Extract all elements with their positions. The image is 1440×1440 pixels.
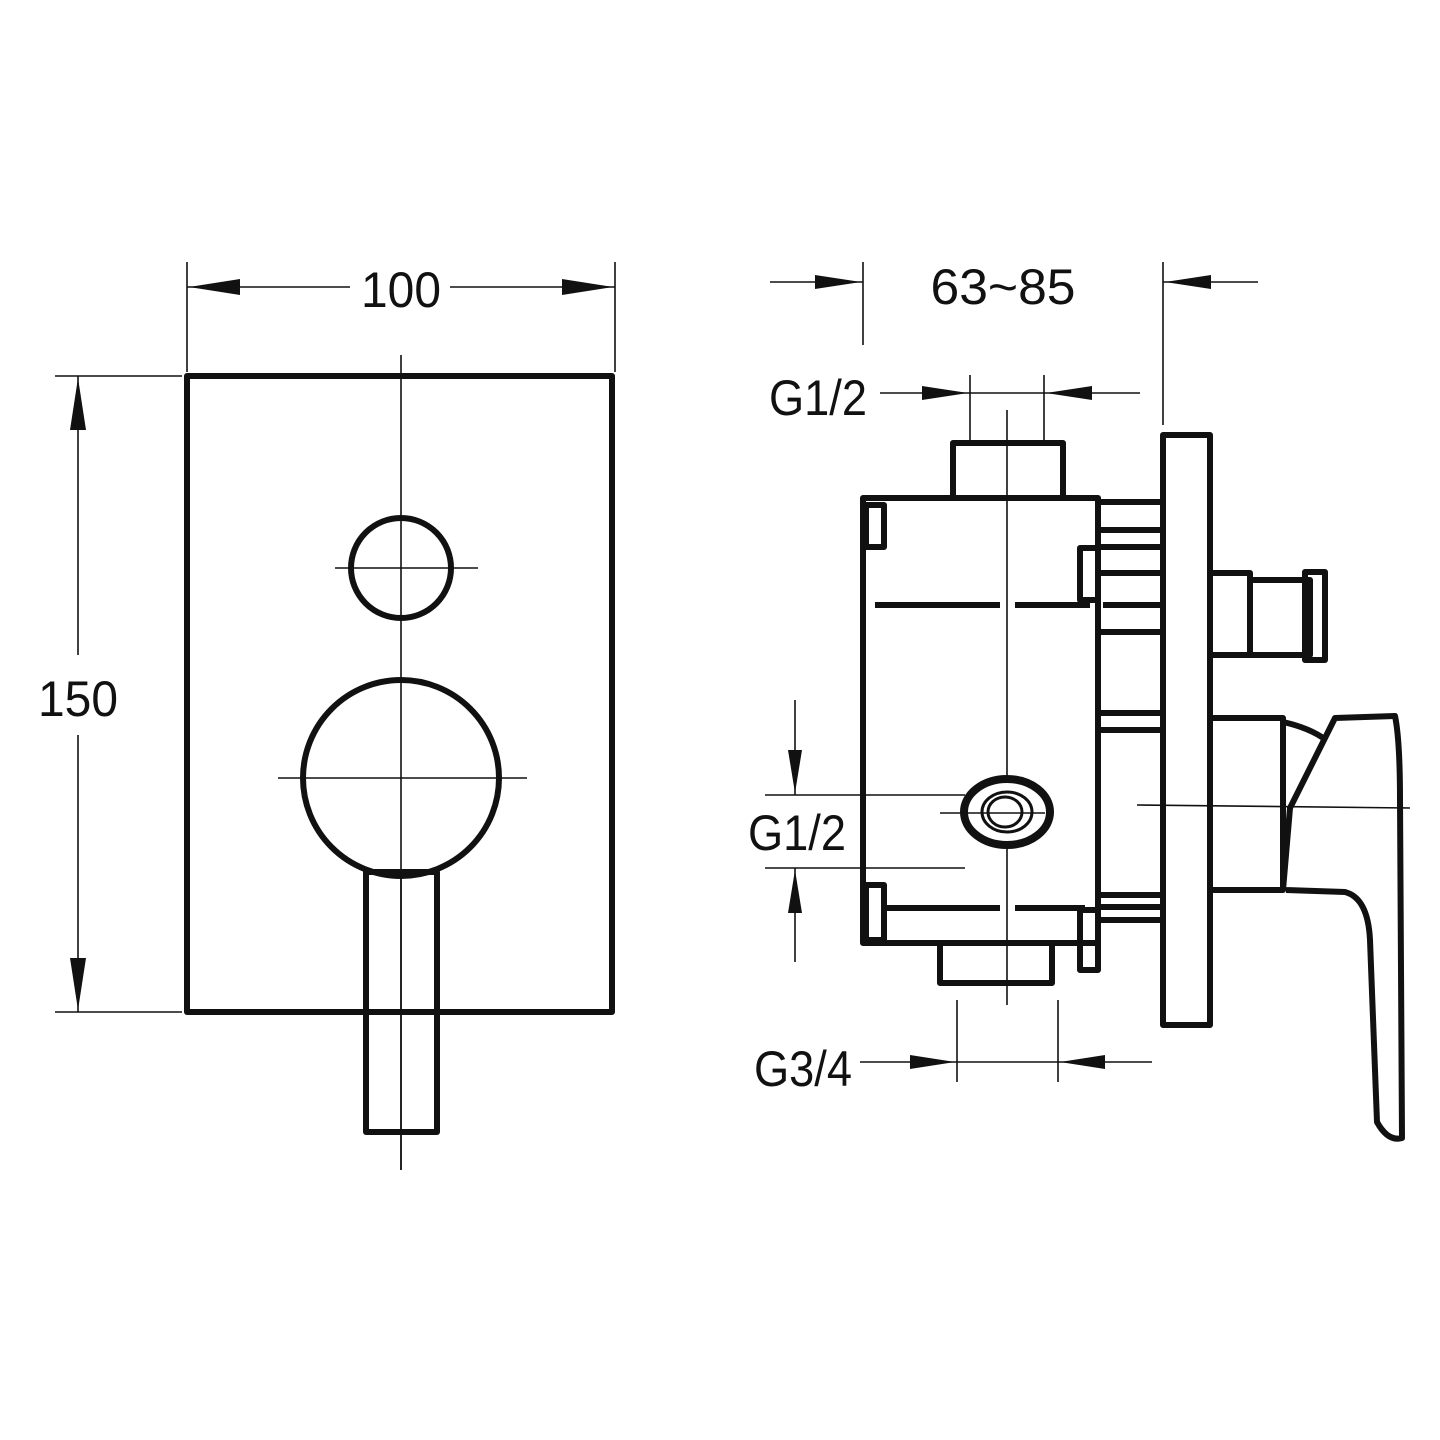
front-view: 100 150: [38, 262, 616, 1170]
arrow-left: [1046, 386, 1092, 400]
side-inlet-label: G1/2: [748, 805, 846, 861]
arrow-right: [562, 279, 613, 295]
center-line: [1136, 804, 1411, 809]
width-dimension-label: 100: [361, 262, 441, 318]
diverter-cap: [1302, 569, 1328, 663]
wall-plate: [1160, 432, 1213, 1028]
top-inlet-nub: [950, 440, 1066, 501]
arrow-down: [788, 750, 802, 793]
body-tab: [1077, 545, 1101, 603]
body-tab: [863, 882, 887, 943]
arrow-down: [70, 958, 86, 1010]
side-inlet-fitting: [960, 775, 1054, 849]
bottom-outlet-nub: [937, 940, 1055, 986]
diverter-stem: [1210, 570, 1253, 658]
cover-plate: [184, 373, 615, 1015]
arrow-right: [910, 1055, 955, 1069]
arrow-right: [922, 386, 968, 400]
handle-lever: [1280, 713, 1405, 1142]
valve-body: [860, 495, 1101, 946]
fitting-inner-ring: [980, 790, 1034, 834]
depth-dimension-label: 63~85: [931, 259, 1076, 315]
arrow-up: [788, 870, 802, 913]
body-tab: [1077, 907, 1101, 973]
outlet-label: G3/4: [754, 1041, 852, 1097]
diverter-shaft: [1247, 577, 1313, 658]
side-view: 63~85 G1/2: [748, 259, 1411, 1142]
handle-base: [1210, 715, 1286, 893]
body-tab: [863, 502, 887, 550]
arrow-left: [1060, 1055, 1105, 1069]
height-dimension-label: 150: [38, 671, 118, 727]
handle-curve: [1282, 719, 1328, 743]
fitting-thread: [986, 795, 1024, 829]
arrow-right: [815, 275, 861, 289]
top-inlet-label: G1/2: [769, 370, 867, 426]
arrow-up: [70, 378, 86, 430]
arrow-left: [1165, 275, 1211, 289]
arrow-left: [189, 279, 240, 295]
